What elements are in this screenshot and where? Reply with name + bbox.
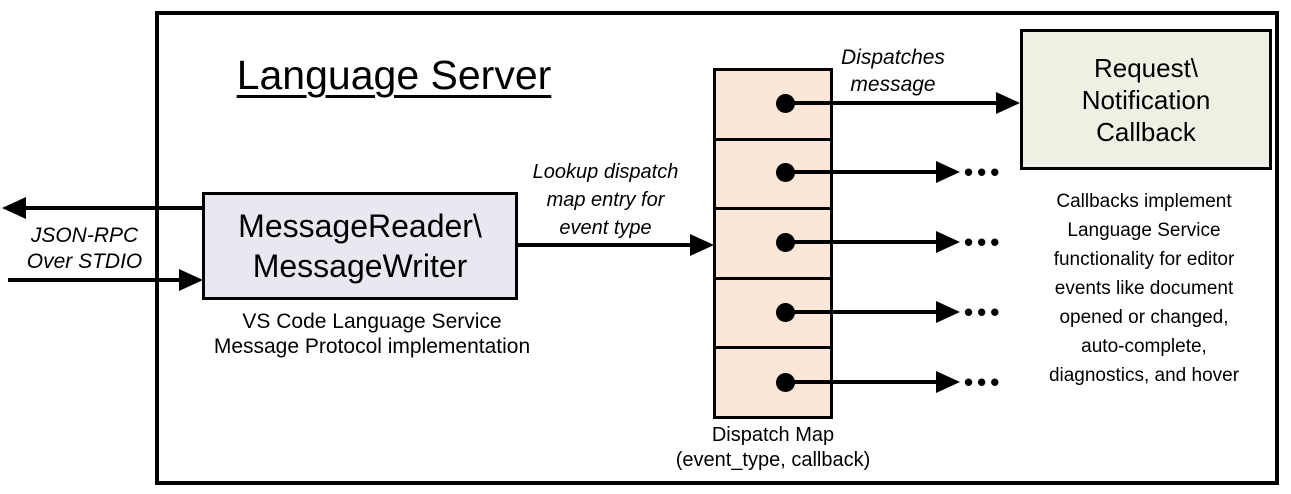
callback-arrow-line-2 — [794, 170, 936, 174]
ellipsis-icon: ••• — [964, 296, 1004, 327]
reader-writer-caption: VS Code Language Service Message Protoco… — [213, 310, 531, 358]
callback-arrow-line-5 — [794, 380, 936, 384]
dispatches-message-label: Dispatches message — [841, 46, 945, 96]
lookup-dispatch-label: Lookup dispatch map entry for event type — [532, 161, 679, 239]
message-reader-writer-box: MessageReader\ MessageWriter — [202, 192, 518, 300]
diagram-title: Language Server — [236, 52, 552, 98]
callback-arrowhead-4-icon — [936, 301, 960, 323]
stdio-out-arrowhead-icon — [2, 197, 26, 219]
callback-arrow-line-3 — [794, 240, 936, 244]
request-notification-callback-box: Request\ Notification Callback — [1020, 29, 1272, 170]
jsonrpc-stdio-label: JSON-RPC Over STDIO — [26, 224, 143, 273]
ellipsis-icon: ••• — [964, 226, 1004, 257]
callback-arrow-line-4 — [794, 310, 936, 314]
dispatch-map-title: Dispatch Map — [711, 424, 835, 446]
ellipsis-icon: ••• — [964, 156, 1004, 187]
dispatch-map-cell-3 — [716, 210, 830, 280]
dispatch-entry-dot-2 — [776, 163, 795, 182]
stdio-in-arrow-line — [8, 278, 179, 282]
stdio-out-arrow-line — [26, 206, 202, 210]
callback-arrowhead-3-icon — [936, 231, 960, 253]
lookup-arrowhead-icon — [690, 234, 714, 256]
dispatch-entry-dot-3 — [776, 233, 795, 252]
dispatch-map-cell-1 — [716, 71, 830, 141]
dispatch-map-cell-4 — [716, 280, 830, 350]
ellipsis-icon: ••• — [964, 366, 1004, 397]
dispatch-entry-dot-5 — [776, 373, 795, 392]
callback-arrow-line-1 — [794, 101, 996, 105]
lookup-arrow-line — [517, 243, 691, 247]
callback-arrowhead-5-icon — [936, 371, 960, 393]
callbacks-note: Callbacks implement Language Service fun… — [1048, 191, 1240, 386]
stdio-in-arrowhead-icon — [179, 269, 203, 291]
dispatch-entry-dot-4 — [776, 303, 795, 322]
dispatch-map-cell-2 — [716, 141, 830, 211]
callback-arrowhead-2-icon — [936, 161, 960, 183]
dispatch-entry-dot-1 — [776, 94, 795, 113]
dispatch-map-subtitle: (event_type, callback) — [675, 449, 871, 471]
callback-arrowhead-1-icon — [996, 92, 1020, 114]
